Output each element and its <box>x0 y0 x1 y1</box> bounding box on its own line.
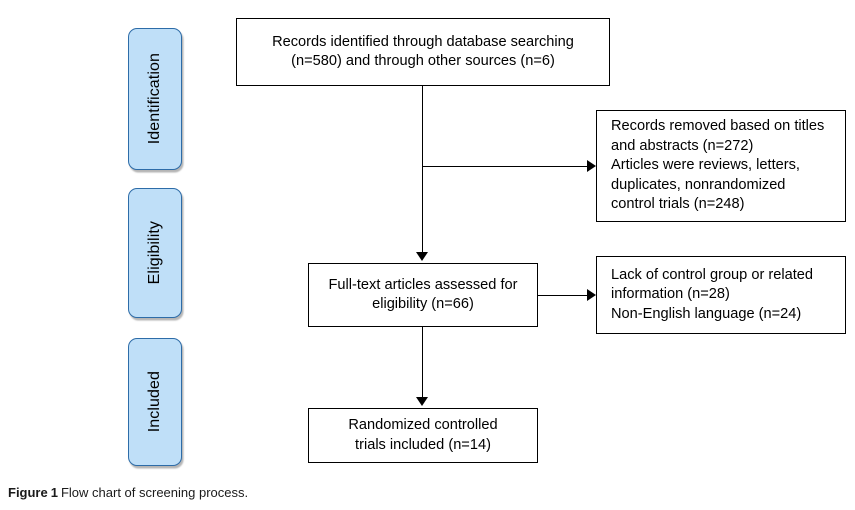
node-full-text-excluded: Lack of control group or related informa… <box>596 256 846 334</box>
edge-fulltext-to-included-line <box>422 327 423 399</box>
node-full-text-assessed-text: Full-text articles assessed for eligibil… <box>328 276 518 312</box>
node-full-text-assessed: Full-text articles assessed for eligibil… <box>308 263 538 327</box>
stage-label-eligibility-text: Eligibility <box>146 221 163 285</box>
edge-identified-to-removed-line <box>422 166 588 167</box>
figure-caption-number: 1 <box>50 485 58 500</box>
edge-identified-to-fulltext-arrowhead <box>416 252 428 261</box>
node-records-identified: Records identified through database sear… <box>236 18 610 86</box>
figure-caption-text: Flow chart of screening process. <box>60 485 249 500</box>
stage-label-eligibility: Eligibility <box>128 188 182 318</box>
node-full-text-excluded-text: Lack of control group or related informa… <box>611 266 813 322</box>
figure-caption-label: Figure <box>8 485 48 500</box>
stage-label-included: Included <box>128 338 182 466</box>
node-records-removed: Records removed based on titles and abst… <box>596 110 846 222</box>
edge-fulltext-to-included-arrowhead <box>416 397 428 406</box>
stage-label-identification: Identification <box>128 28 182 170</box>
edge-fulltext-to-excluded-arrowhead <box>587 289 596 301</box>
stage-label-included-text: Included <box>146 371 163 433</box>
edge-fulltext-to-excluded-line <box>538 295 588 296</box>
node-trials-included: Randomized controlled trials included (n… <box>308 408 538 463</box>
edge-identified-to-removed-arrowhead <box>587 160 596 172</box>
node-records-removed-text: Records removed based on titles and abst… <box>611 118 825 213</box>
edge-identified-to-fulltext-line <box>422 86 423 254</box>
node-trials-included-text: Randomized controlled trials included (n… <box>348 417 498 453</box>
node-records-identified-text: Records identified through database sear… <box>272 33 574 69</box>
stage-label-identification-text: Identification <box>146 53 163 145</box>
